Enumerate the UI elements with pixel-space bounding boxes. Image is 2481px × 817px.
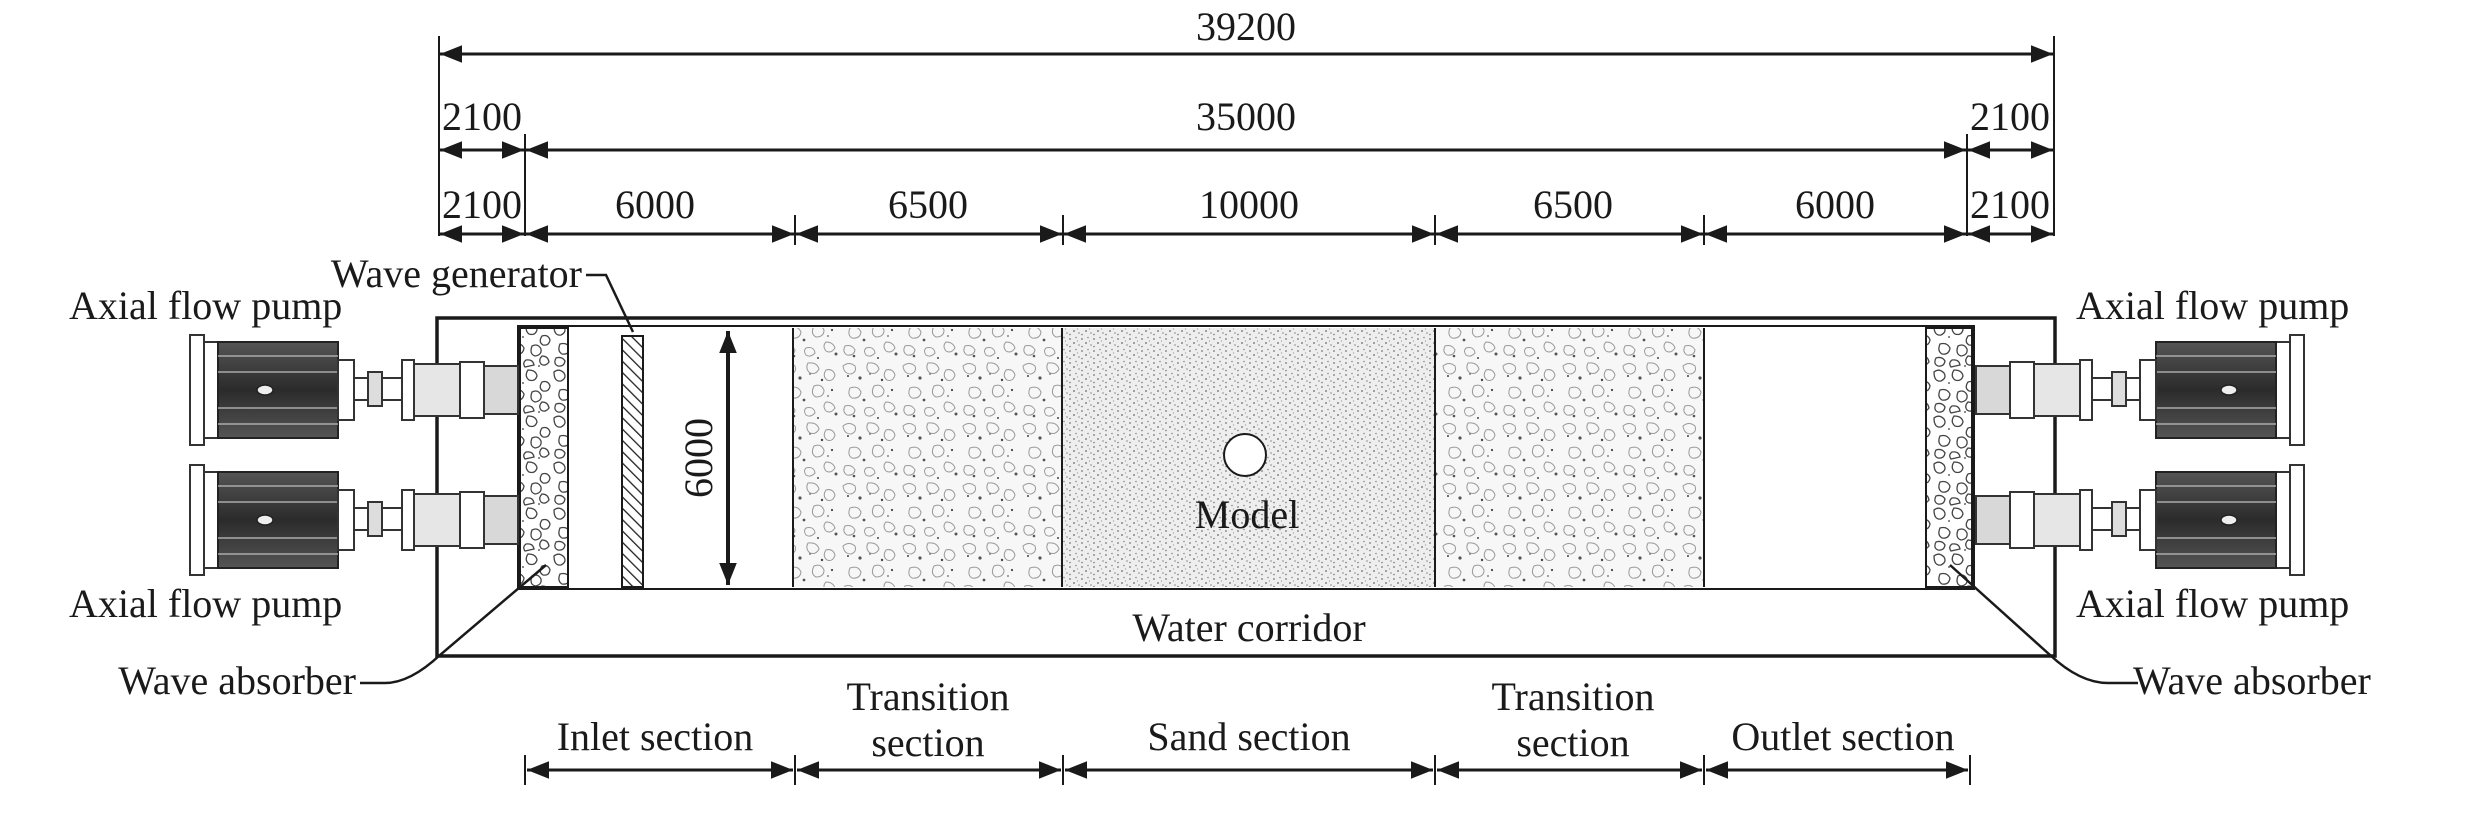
section-transition-left-line2: section — [871, 720, 984, 765]
transition-left-zone — [794, 328, 1062, 587]
dim-left-outer: 2100 — [442, 94, 522, 139]
dim-section-4: 10000 — [1199, 182, 1299, 227]
pump-label-bottom-left: Axial flow pump — [69, 581, 342, 626]
flume-body — [435, 316, 2057, 658]
wave-generator-plate — [621, 335, 644, 588]
dim-section-2: 6000 — [615, 182, 695, 227]
model-pile — [1223, 433, 1267, 477]
section-sand: Sand section — [1147, 714, 1350, 759]
section-inlet: Inlet section — [557, 714, 754, 759]
section-transition-right-line2: section — [1516, 720, 1629, 765]
pump-label-top-right: Axial flow pump — [2076, 283, 2349, 328]
dim-mid: 35000 — [1196, 94, 1296, 139]
dim-right-outer: 2100 — [1970, 94, 2050, 139]
wave-absorber-label-right: Wave absorber — [2133, 658, 2371, 703]
wave-generator-label: Wave generator — [331, 251, 582, 296]
pump-label-bottom-right: Axial flow pump — [2076, 581, 2349, 626]
section-transition-right-line1: Transition — [1491, 674, 1654, 719]
wave-absorber-left-block — [519, 327, 569, 588]
pump-bottom-right — [1975, 464, 2305, 576]
wave-absorber-right-block — [1925, 327, 1973, 588]
section-transition-left-line1: Transition — [846, 674, 1009, 719]
dim-section-1: 2100 — [442, 182, 522, 227]
dim-total: 39200 — [1196, 4, 1296, 49]
wave-absorber-label-left: Wave absorber — [118, 658, 356, 703]
pump-label-top-left: Axial flow pump — [69, 283, 342, 328]
water-corridor-label: Water corridor — [1132, 605, 1365, 650]
pump-bottom-left — [189, 464, 519, 576]
dim-section-3: 6500 — [888, 182, 968, 227]
model-label: Model — [1195, 492, 1299, 537]
section-outlet: Outlet section — [1731, 714, 1954, 759]
leader-lines — [360, 273, 2138, 685]
section-arrows — [524, 755, 1971, 785]
dimension-lines — [438, 36, 2055, 245]
dim-width: 6000 — [676, 418, 721, 498]
transition-right-zone — [1435, 328, 1704, 587]
dim-section-7: 2100 — [1970, 182, 2050, 227]
dim-section-6: 6000 — [1795, 182, 1875, 227]
pump-top-left — [189, 334, 519, 446]
pump-top-right — [1975, 334, 2305, 446]
dim-section-5: 6500 — [1533, 182, 1613, 227]
